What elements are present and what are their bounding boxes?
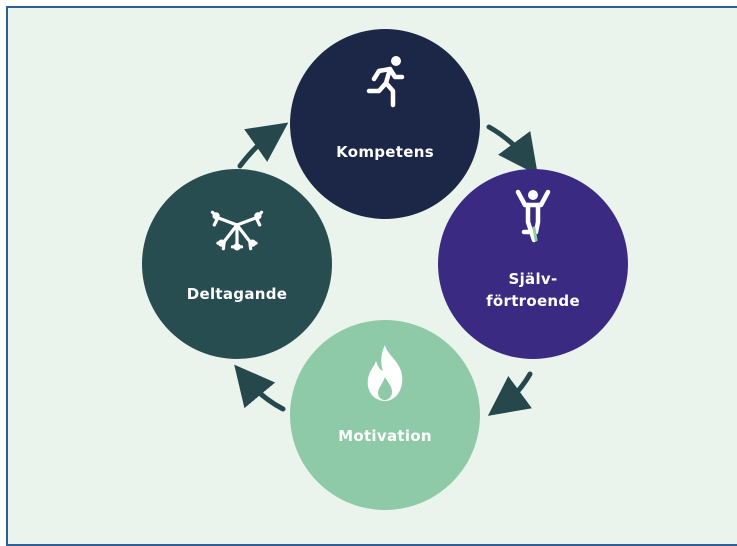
flame-icon bbox=[355, 343, 415, 403]
node-label: Själv- förtroende bbox=[486, 270, 580, 310]
arrow-deltagande-to-kompetens bbox=[237, 122, 289, 169]
node-label: Motivation bbox=[338, 427, 432, 445]
cycle-arrows bbox=[234, 122, 538, 416]
cycle-node-motivation: Motivation bbox=[290, 320, 480, 510]
hands-together-icon bbox=[207, 195, 267, 255]
cycle-node-deltagande: Deltagande bbox=[142, 169, 332, 359]
node-label: Deltagande bbox=[186, 285, 288, 303]
arrow-motivation-to-deltagande bbox=[234, 364, 286, 412]
node-label: Kompetens bbox=[336, 143, 434, 161]
cycle-node-kompetens: Kompetens bbox=[290, 29, 480, 219]
arrow-sjalvfortroende-to-motivation bbox=[487, 371, 533, 416]
arrow-kompetens-to-sjalvfortroende bbox=[486, 124, 538, 176]
cycle-node-sjalvfortroende: Själv- förtroende bbox=[438, 169, 628, 359]
running-person-icon bbox=[355, 51, 415, 111]
jumping-person-icon bbox=[503, 186, 563, 246]
